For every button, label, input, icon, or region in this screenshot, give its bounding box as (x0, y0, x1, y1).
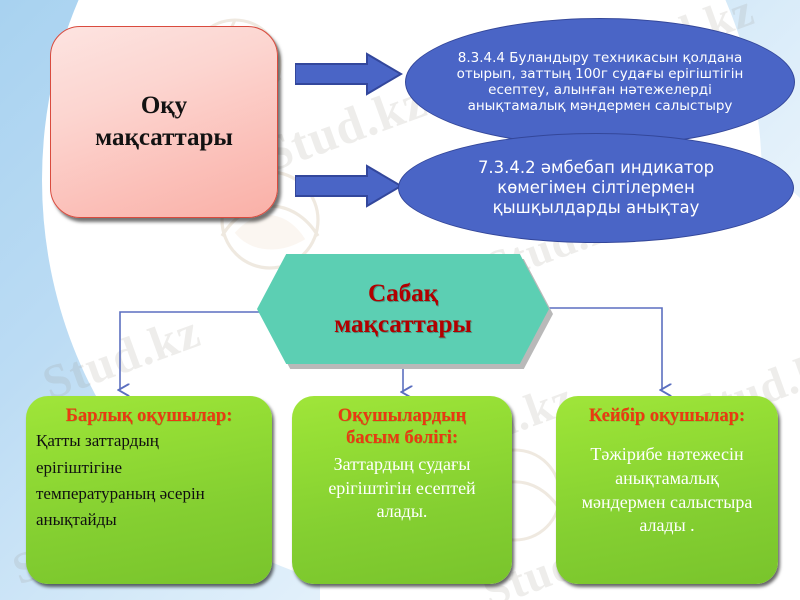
lesson-goals-label: Сабақ мақсаттары (334, 279, 472, 339)
objective-ellipse-7-3-4-2[interactable]: 7.3.4.2 әмбебап индикатор көмегімен сілт… (398, 133, 794, 243)
learning-objectives-label: Оқу мақсаттары (95, 92, 233, 151)
outcome-body: Заттардың судағы ерігіштігін есептей ала… (328, 454, 476, 522)
learning-objectives-box[interactable]: Оқу мақсаттары (50, 26, 278, 218)
objective-text: 8.3.4.4 Буландыру техникасын қолдана оты… (456, 49, 744, 115)
outcome-body: Тәжірибе нәтежесін анықтамалық мәндермен… (581, 444, 753, 536)
outcome-box-all-students[interactable]: Барлық оқушылар: Қатты заттардың ерігішт… (26, 396, 272, 584)
arrow-to-objective-1-icon (295, 52, 403, 96)
outcome-body: Қатты заттардың ерігіштігіне температура… (36, 431, 205, 530)
outcome-heading: Кейбір оқушылар: (588, 406, 746, 426)
outcome-heading: Барлық оқушылар: (65, 406, 233, 426)
outcome-heading: Оқушылардың басым бөлігі: (337, 406, 467, 449)
lesson-goals-box[interactable]: Сабақ мақсаттары (257, 254, 549, 364)
objective-ellipse-8-3-4-4[interactable]: 8.3.4.4 Буландыру техникасын қолдана оты… (405, 18, 795, 146)
objective-text: 7.3.4.2 әмбебап индикатор көмегімен сілт… (477, 158, 715, 217)
outcome-box-most-students[interactable]: Оқушылардың басым бөлігі: Заттардың суда… (292, 396, 512, 584)
arrow-to-objective-2-icon (295, 164, 403, 208)
outcome-box-some-students[interactable]: Кейбір оқушылар: Тәжірибе нәтежесін анық… (556, 396, 778, 584)
